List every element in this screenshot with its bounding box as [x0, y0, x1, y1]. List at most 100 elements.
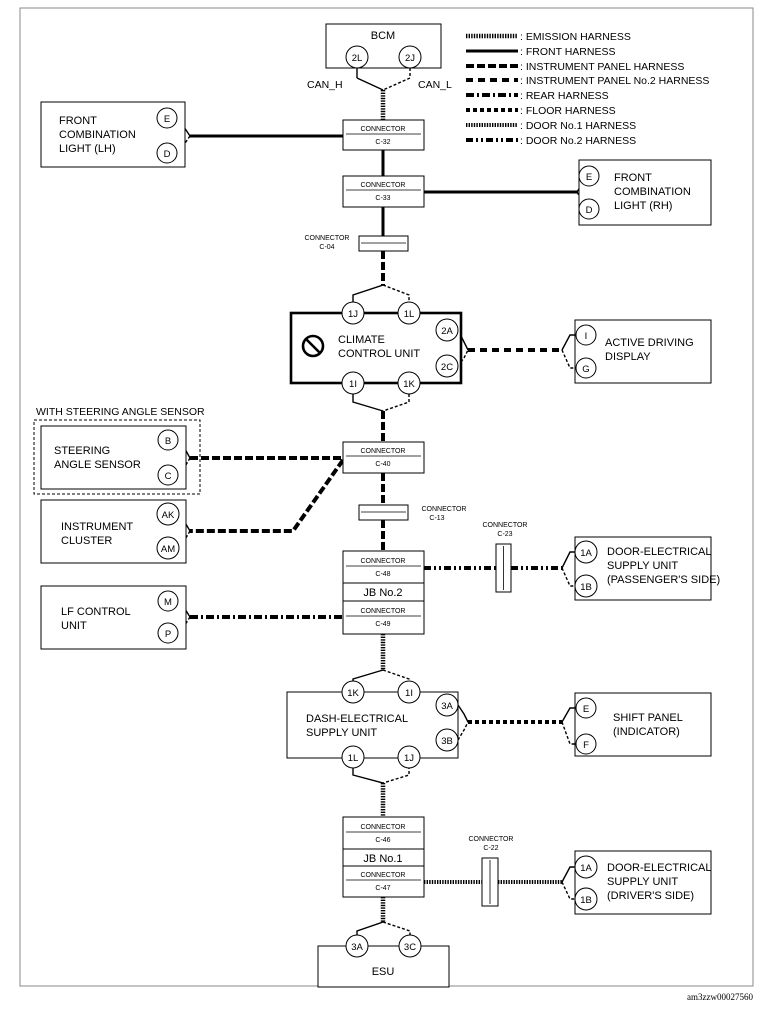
esu-module: ESU 3A 3C — [317, 934, 450, 988]
dash-esu-pin-1k: 1K — [347, 688, 359, 699]
dash-esu-label-1: DASH-ELECTRICAL — [306, 713, 408, 725]
bcm-pin-2j — [398, 45, 422, 69]
front-light-rh-pin-e: E — [586, 172, 592, 183]
connector-c48 — [342, 550, 425, 584]
front-light-rh-label-1: FRONT — [614, 172, 652, 184]
climate-pin-1k: 1K — [403, 379, 415, 390]
steering-angle-sensor-group: WITH STEERING ANGLE SENSOR STEERING ANGL… — [33, 406, 205, 495]
connector-c49-id: C-49 — [375, 621, 390, 628]
connector-c22: CONNECTOR C-22 — [469, 836, 514, 907]
bcm-pin-2l-label: 2L — [352, 53, 363, 64]
lf-control-label-1: LF CONTROL — [61, 606, 131, 618]
jb-no1-label: JB No.1 — [363, 853, 402, 865]
connector-c13-word: CONNECTOR — [422, 506, 467, 513]
wire-c40-cluster — [190, 458, 345, 533]
connector-c48-word: CONNECTOR — [361, 558, 406, 565]
dash-esu-pin-3b: 3B — [441, 736, 453, 747]
instrument-cluster: INSTRUMENT CLUSTER AK AM — [40, 499, 187, 564]
connector-c33-word: CONNECTOR — [361, 182, 406, 189]
bcm-title: BCM — [371, 30, 395, 42]
legend-label-door2: : DOOR No.2 HARNESS — [520, 135, 636, 147]
connector-c46-word: CONNECTOR — [361, 824, 406, 831]
legend-label-ip: : INSTRUMENT PANEL HARNESS — [520, 61, 684, 73]
cluster-label-2: CLUSTER — [61, 535, 112, 547]
active-display-pin-i: I — [585, 331, 588, 342]
steering-label-1: STEERING — [54, 445, 110, 457]
connector-c04: CONNECTOR C-04 — [305, 235, 409, 252]
desu-passenger-label-3: (PASSENGER'S SIDE) — [607, 574, 720, 586]
desu-passenger-label-2: SUPPLY UNIT — [607, 560, 678, 572]
shift-panel-pin-e: E — [583, 704, 589, 715]
lf-control-unit: LF CONTROL UNIT M P — [40, 585, 187, 650]
connector-c33: CONNECTOR C-33 — [342, 175, 425, 208]
connector-c13-id: C-13 — [429, 515, 444, 522]
front-combination-light-rh: FRONT COMBINATION LIGHT (RH) E D — [578, 159, 712, 226]
front-light-lh-pin-d: D — [164, 149, 171, 160]
connector-c46 — [342, 816, 425, 850]
shift-panel-indicator: SHIFT PANEL (INDICATOR) E F — [574, 692, 712, 757]
climate-pin-1i: 1I — [349, 379, 357, 390]
connector-c23: CONNECTOR C-23 — [483, 522, 527, 593]
desu-driver-label-3: (DRIVER'S SIDE) — [607, 890, 694, 902]
bcm-module: BCM 2L 2J CAN_H CAN_L — [307, 23, 452, 91]
active-display-label-1: ACTIVE DRIVING — [605, 337, 694, 349]
shift-panel-pin-f: F — [583, 740, 589, 751]
steering-group-label: WITH STEERING ANGLE SENSOR — [36, 406, 205, 418]
dash-esu-pin-1l: 1L — [348, 753, 359, 764]
esu-pin-3a: 3A — [351, 942, 363, 953]
connector-c49 — [342, 600, 425, 635]
active-display-label-2: DISPLAY — [605, 351, 651, 363]
front-light-rh-pin-d: D — [586, 205, 593, 216]
connector-c04-id: C-04 — [319, 244, 334, 251]
desu-passenger-label-1: DOOR-ELECTRICAL — [607, 546, 712, 558]
dash-electrical-supply-unit: DASH-ELECTRICAL SUPPLY UNIT 1K 1I 3A 3B … — [286, 680, 459, 769]
cluster-pin-ak: AK — [162, 510, 175, 521]
connector-c32: CONNECTOR C-32 — [342, 119, 425, 151]
lf-control-pin-p: P — [165, 629, 171, 640]
climate-control-unit: CLIMATE CONTROL UNIT 1J 1L 2A 2C 1I 1K — [289, 301, 463, 395]
junction-block-no2: CONNECTOR C-48 JB No.2 CONNECTOR C-49 — [342, 550, 425, 635]
connector-c40-id: C-40 — [375, 461, 390, 468]
connector-c32-word: CONNECTOR — [361, 126, 406, 133]
climate-pin-2a: 2A — [441, 326, 453, 337]
front-combination-light-lh: FRONT COMBINATION LIGHT (LH) E D — [40, 101, 186, 168]
front-light-lh-label-3: LIGHT (LH) — [59, 143, 116, 155]
desu-driver-pin-1a: 1A — [580, 863, 592, 874]
connector-c22-id: C-22 — [483, 845, 498, 852]
wires — [173, 68, 589, 936]
prohibition-icon — [301, 334, 325, 358]
climate-pin-2c: 2C — [441, 362, 453, 373]
dash-esu-label-2: SUPPLY UNIT — [306, 727, 377, 739]
connector-c47-word: CONNECTOR — [361, 872, 406, 879]
shift-panel-label-1: SHIFT PANEL — [613, 712, 683, 724]
active-display-pin-g: G — [582, 364, 589, 375]
connector-c47 — [342, 865, 425, 898]
figure-id: am3zzw00027560 — [687, 992, 753, 1002]
bcm-pin-2l — [345, 45, 369, 69]
active-driving-display: ACTIVE DRIVING DISPLAY I G — [574, 319, 712, 384]
junction-block-no1: CONNECTOR C-46 JB No.1 CONNECTOR C-47 — [342, 816, 425, 898]
legend-label-door1: : DOOR No.1 HARNESS — [520, 120, 636, 132]
steering-pin-c: C — [165, 471, 172, 482]
esu-pin-3c: 3C — [404, 942, 416, 953]
cluster-label-1: INSTRUMENT — [61, 521, 133, 533]
dash-esu-pin-3a: 3A — [441, 701, 453, 712]
front-light-rh-label-3: LIGHT (RH) — [614, 200, 672, 212]
door-electrical-supply-unit-passenger: DOOR-ELECTRICAL SUPPLY UNIT (PASSENGER'S… — [574, 536, 720, 601]
steering-pin-b: B — [165, 436, 171, 447]
connector-c13: CONNECTOR C-13 — [358, 504, 467, 522]
connector-c48-id: C-48 — [375, 571, 390, 578]
connector-c22-word: CONNECTOR — [469, 836, 514, 843]
connector-c04-word: CONNECTOR — [305, 235, 350, 242]
connector-c40: CONNECTOR C-40 — [342, 441, 425, 474]
front-light-rh-label-2: COMBINATION — [614, 186, 691, 198]
lf-control-pin-m: M — [164, 597, 172, 608]
front-light-lh-label-1: FRONT — [59, 115, 97, 127]
legend-label-rear: : REAR HARNESS — [520, 90, 609, 102]
climate-label-1: CLIMATE — [338, 334, 385, 346]
desu-driver-label-1: DOOR-ELECTRICAL — [607, 862, 712, 874]
desu-passenger-pin-1b: 1B — [580, 582, 592, 593]
legend-label-emission: : EMISSION HARNESS — [520, 31, 631, 43]
connector-c40-word: CONNECTOR — [361, 448, 406, 455]
desu-passenger-pin-1a: 1A — [580, 548, 592, 559]
